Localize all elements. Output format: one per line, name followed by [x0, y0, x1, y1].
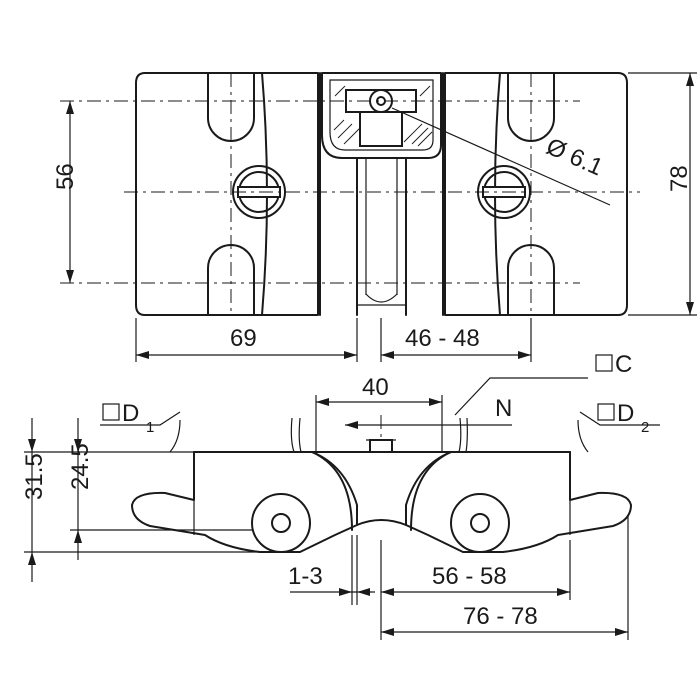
hinge-cap-hatching — [333, 85, 433, 147]
dim-78-label: 78 — [666, 165, 693, 192]
hinge-cap — [321, 72, 442, 159]
d2-leader — [579, 411, 660, 426]
dim-31-label: 31.5 — [21, 453, 48, 500]
n-arrow — [345, 421, 358, 429]
right-leaf-outline — [444, 72, 628, 316]
dim-1-3-arrows — [339, 588, 370, 596]
dim-56-label: 56 — [52, 163, 79, 190]
side-right-leaf — [405, 451, 632, 553]
spring-left-1 — [169, 419, 181, 453]
spring-left-2 — [290, 417, 302, 453]
side-center-block — [369, 439, 393, 453]
dim-40-arrows — [316, 398, 442, 406]
d2-label: D — [617, 400, 634, 427]
hinge-cap-inner — [329, 79, 434, 151]
left-leaf-outline — [135, 72, 319, 316]
shaft-notch — [365, 293, 398, 303]
diameter-label: Ø 6.1 — [542, 133, 607, 182]
d1-square-icon — [102, 403, 120, 421]
top-view: Ø 6.1 56 78 69 46 - 48 — [52, 72, 697, 362]
n-label: N — [495, 395, 512, 422]
roller-left — [251, 493, 311, 553]
c-label: C — [615, 351, 632, 378]
side-left-leaf — [131, 451, 358, 553]
roller-right — [450, 493, 510, 553]
dim-40-label: 40 — [362, 374, 389, 401]
d1-label: D — [122, 400, 139, 427]
dim-76-78-label: 76 - 78 — [463, 603, 538, 630]
side-right-inner-curve — [410, 451, 452, 531]
side-view: 40 N C D 1 D 2 31.5 24.5 — [21, 351, 660, 640]
dim-46-label: 46 - 48 — [405, 325, 480, 352]
d2-square-icon — [597, 403, 615, 421]
dim-1-3-label: 1-3 — [288, 563, 323, 590]
diameter-leader — [391, 107, 611, 206]
spring-right-2 — [577, 419, 589, 453]
side-center-bridge — [356, 519, 407, 526]
c-square-icon — [595, 354, 613, 372]
d1-subscript: 1 — [146, 419, 154, 436]
dim-24-label: 24.5 — [67, 443, 94, 490]
d1-leader — [100, 411, 181, 426]
d2-subscript: 2 — [641, 419, 649, 436]
pin-body — [359, 111, 403, 147]
c-leader — [454, 377, 588, 416]
side-left-inner-curve — [311, 451, 353, 531]
spring-right-1 — [458, 417, 468, 453]
dim-56-58-label: 56 - 58 — [432, 563, 507, 590]
dim-69-label: 69 — [230, 325, 257, 352]
